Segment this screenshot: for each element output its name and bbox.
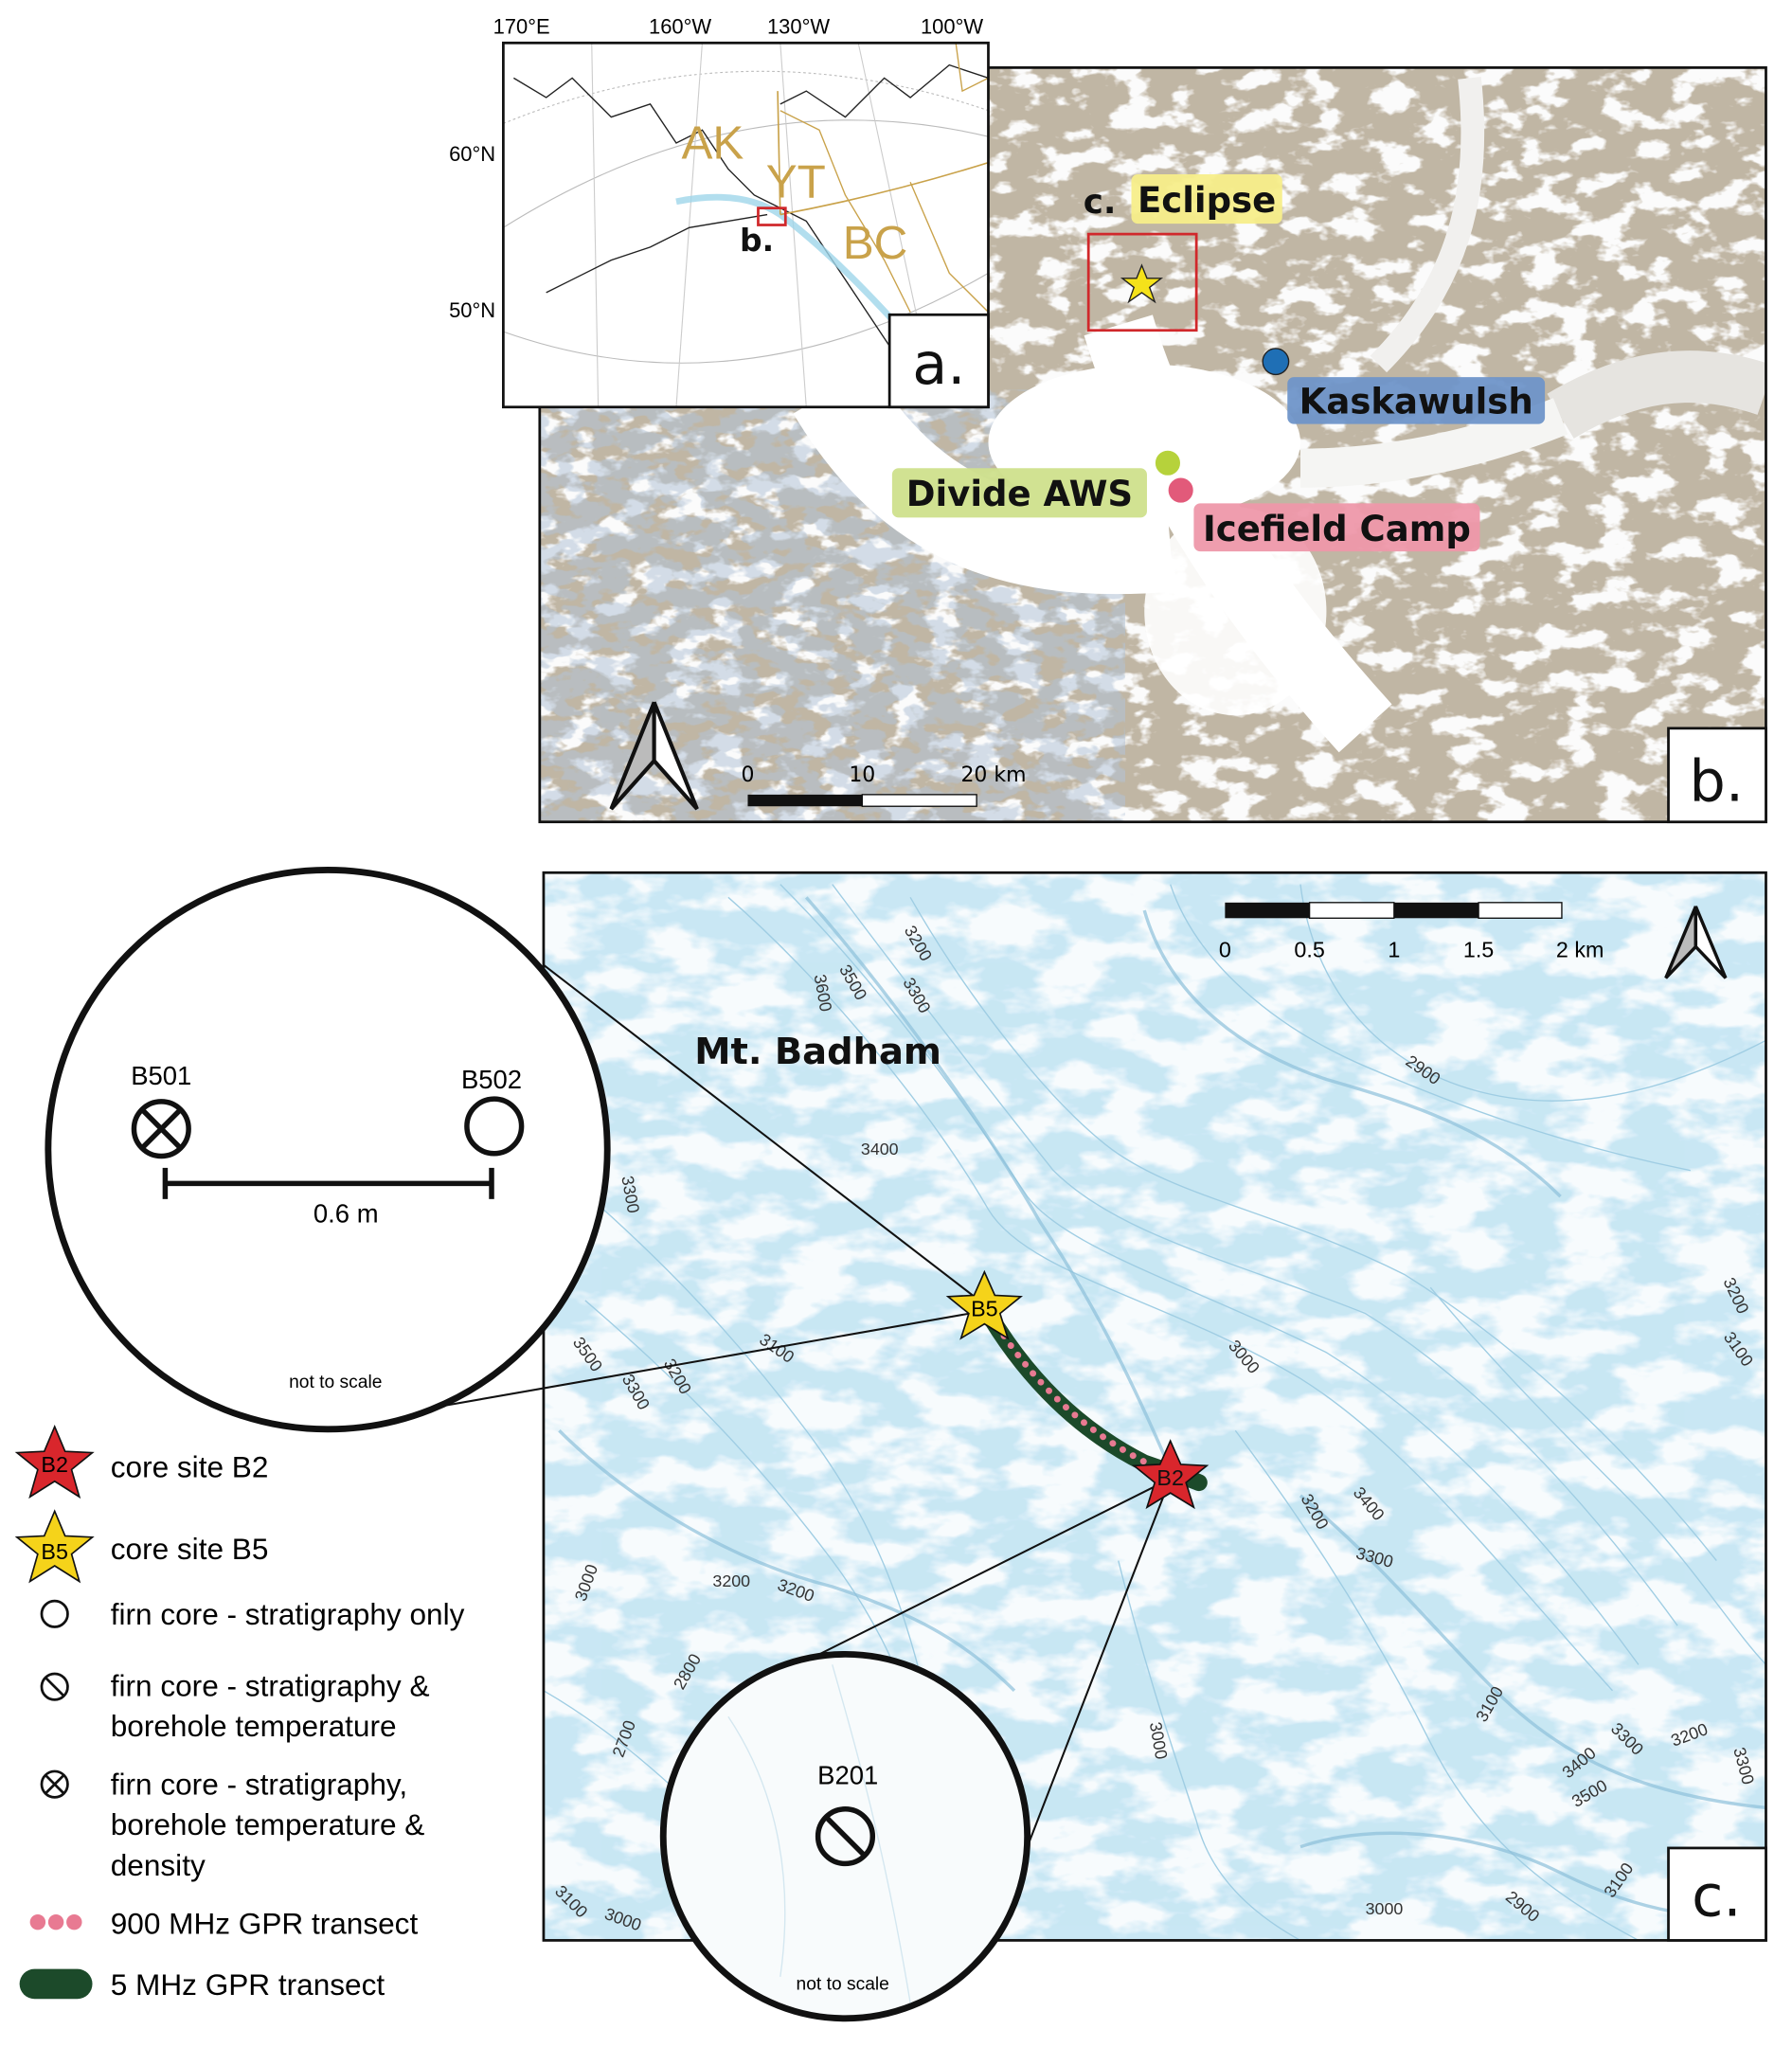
not-to-scale-note: not to scale — [797, 1975, 889, 1995]
panel-b-label: b. — [1690, 749, 1745, 816]
green-pill-icon — [19, 1968, 93, 2000]
borehole-label-b502: B502 — [461, 1065, 522, 1094]
legend-label: firn core - stratigraphy, — [111, 1768, 407, 1802]
panel-a-overview-map: 170°E 160°W 130°W 100°W 60°N 50°N AK YT … — [449, 15, 990, 409]
scale-bar-c: 0 0.5 1 1.5 2 km — [1219, 902, 1604, 961]
legend-item-900mhz-gpr: 900 MHz GPR transect — [29, 1907, 419, 1941]
legend-label: firn core - stratigraphy & — [111, 1668, 430, 1702]
region-label-bc: BC — [843, 217, 908, 269]
core-site-b2-label: B2 — [1156, 1465, 1184, 1490]
panel-c-label: c. — [1692, 1863, 1741, 1930]
scale-tick: 0 — [1219, 937, 1231, 961]
kaskawulsh-dot-icon — [1262, 348, 1290, 376]
yellow-star-icon — [14, 1509, 95, 1584]
site-label-kaskawulsh: Kaskawulsh — [1299, 382, 1533, 422]
legend-label: density — [111, 1848, 206, 1882]
panel-c-extent-box — [1086, 232, 1198, 332]
longitude-tick: 100°W — [921, 15, 983, 39]
longitude-tick: 160°W — [649, 15, 711, 39]
slashed-circle-icon — [40, 1672, 69, 1701]
inset-b2-detail: B201 not to scale — [659, 1650, 1031, 2022]
panel-c-marker-label: c. — [1084, 183, 1117, 222]
pink-dots-icon — [29, 1913, 82, 1930]
legend: B2 core site B2 B5 core site B5 firn cor… — [14, 1424, 465, 2002]
legend-label: 5 MHz GPR transect — [111, 1967, 385, 2002]
panel-c-contour-map: 3200 3500 3300 3600 3400 2900 3500 3200 … — [435, 871, 1767, 1942]
borehole-label-b501: B501 — [131, 1061, 191, 1090]
contour-label: 3400 — [861, 1140, 899, 1158]
scale-tick: 10 — [849, 763, 875, 787]
site-label-icefield-camp: Icefield Camp — [1203, 509, 1471, 549]
panel-b-satellite-map: c. Eclipse Kaskawulsh Divide AWS Icefiel… — [538, 66, 1767, 824]
borehole-b502-circle-icon — [464, 1096, 525, 1157]
contour-label: 3200 — [712, 1571, 750, 1590]
gpr-900mhz-transect — [987, 1312, 1148, 1465]
peak-label-mt-badham: Mt. Badham — [694, 1031, 941, 1073]
legend-label: core site B5 — [111, 1532, 269, 1566]
scale-tick: 1 — [1388, 937, 1400, 961]
legend-item-stratigraphy-temperature-density: firn core - stratigraphy, borehole tempe… — [40, 1768, 425, 1882]
region-label-yt: YT — [766, 156, 826, 208]
inset-leader-lines — [435, 963, 1172, 1847]
scale-tick: 20 km — [960, 763, 1026, 787]
north-arrow-icon — [609, 701, 699, 811]
core-site-b2-star-icon: B2 — [1132, 1439, 1210, 1510]
panel-a-label: a. — [912, 332, 965, 398]
open-circle-icon — [40, 1599, 69, 1628]
legend-label: 900 MHz GPR transect — [111, 1907, 419, 1941]
legend-symbol-label: B2 — [41, 1452, 68, 1477]
legend-symbol-label: B5 — [41, 1539, 68, 1564]
panel-b-extent-box — [757, 206, 787, 226]
site-label-divide-aws: Divide AWS — [906, 474, 1133, 514]
red-star-icon — [14, 1424, 95, 1499]
legend-item-core-site-b2: B2 core site B2 — [14, 1424, 269, 1499]
north-arrow-icon — [1664, 906, 1728, 979]
eclipse-star-icon — [1120, 263, 1164, 304]
scale-tick: 2 km — [1556, 937, 1604, 961]
core-site-b5-label: B5 — [971, 1296, 998, 1320]
legend-item-5mhz-gpr: 5 MHz GPR transect — [19, 1967, 385, 2002]
legend-label: borehole temperature — [111, 1709, 397, 1743]
site-label-eclipse: Eclipse — [1138, 180, 1276, 221]
borehole-label-b201: B201 — [817, 1761, 878, 1790]
longitude-tick: 170°E — [493, 15, 550, 39]
core-site-b5-star-icon: B5 — [945, 1269, 1023, 1340]
legend-item-stratigraphy-only: firn core - stratigraphy only — [40, 1597, 465, 1631]
divide-aws-dot-icon — [1154, 449, 1182, 477]
legend-label: firn core - stratigraphy only — [111, 1597, 465, 1631]
legend-item-core-site-b5: B5 core site B5 — [14, 1509, 269, 1584]
scale-bar-b: 0 10 20 km — [742, 763, 1026, 807]
legend-label: core site B2 — [111, 1450, 269, 1484]
crossed-circle-icon — [40, 1769, 69, 1799]
latitude-tick: 50°N — [449, 298, 495, 322]
region-label-ak: AK — [681, 117, 744, 169]
distance-scale — [162, 1167, 494, 1199]
panel-b-marker-label: b. — [740, 222, 774, 259]
contour-label: 3000 — [1366, 1899, 1404, 1918]
borehole-b501-crossed-circle-icon — [131, 1099, 191, 1159]
scale-tick: 0.5 — [1294, 937, 1324, 961]
borehole-b201-slashed-circle-icon — [815, 1806, 876, 1867]
scale-tick: 0 — [742, 763, 755, 787]
distance-label: 0.6 m — [314, 1199, 379, 1229]
legend-item-stratigraphy-temperature: firn core - stratigraphy & borehole temp… — [40, 1668, 430, 1743]
legend-label: borehole temperature & — [111, 1807, 425, 1841]
scale-tick: 1.5 — [1463, 937, 1494, 961]
icefield-camp-dot-icon — [1167, 476, 1195, 505]
not-to-scale-note: not to scale — [289, 1373, 382, 1392]
latitude-tick: 60°N — [449, 142, 495, 166]
inset-b5-detail: B501 B502 0.6 m not to scale — [45, 867, 611, 1433]
longitude-tick: 130°W — [767, 15, 830, 39]
